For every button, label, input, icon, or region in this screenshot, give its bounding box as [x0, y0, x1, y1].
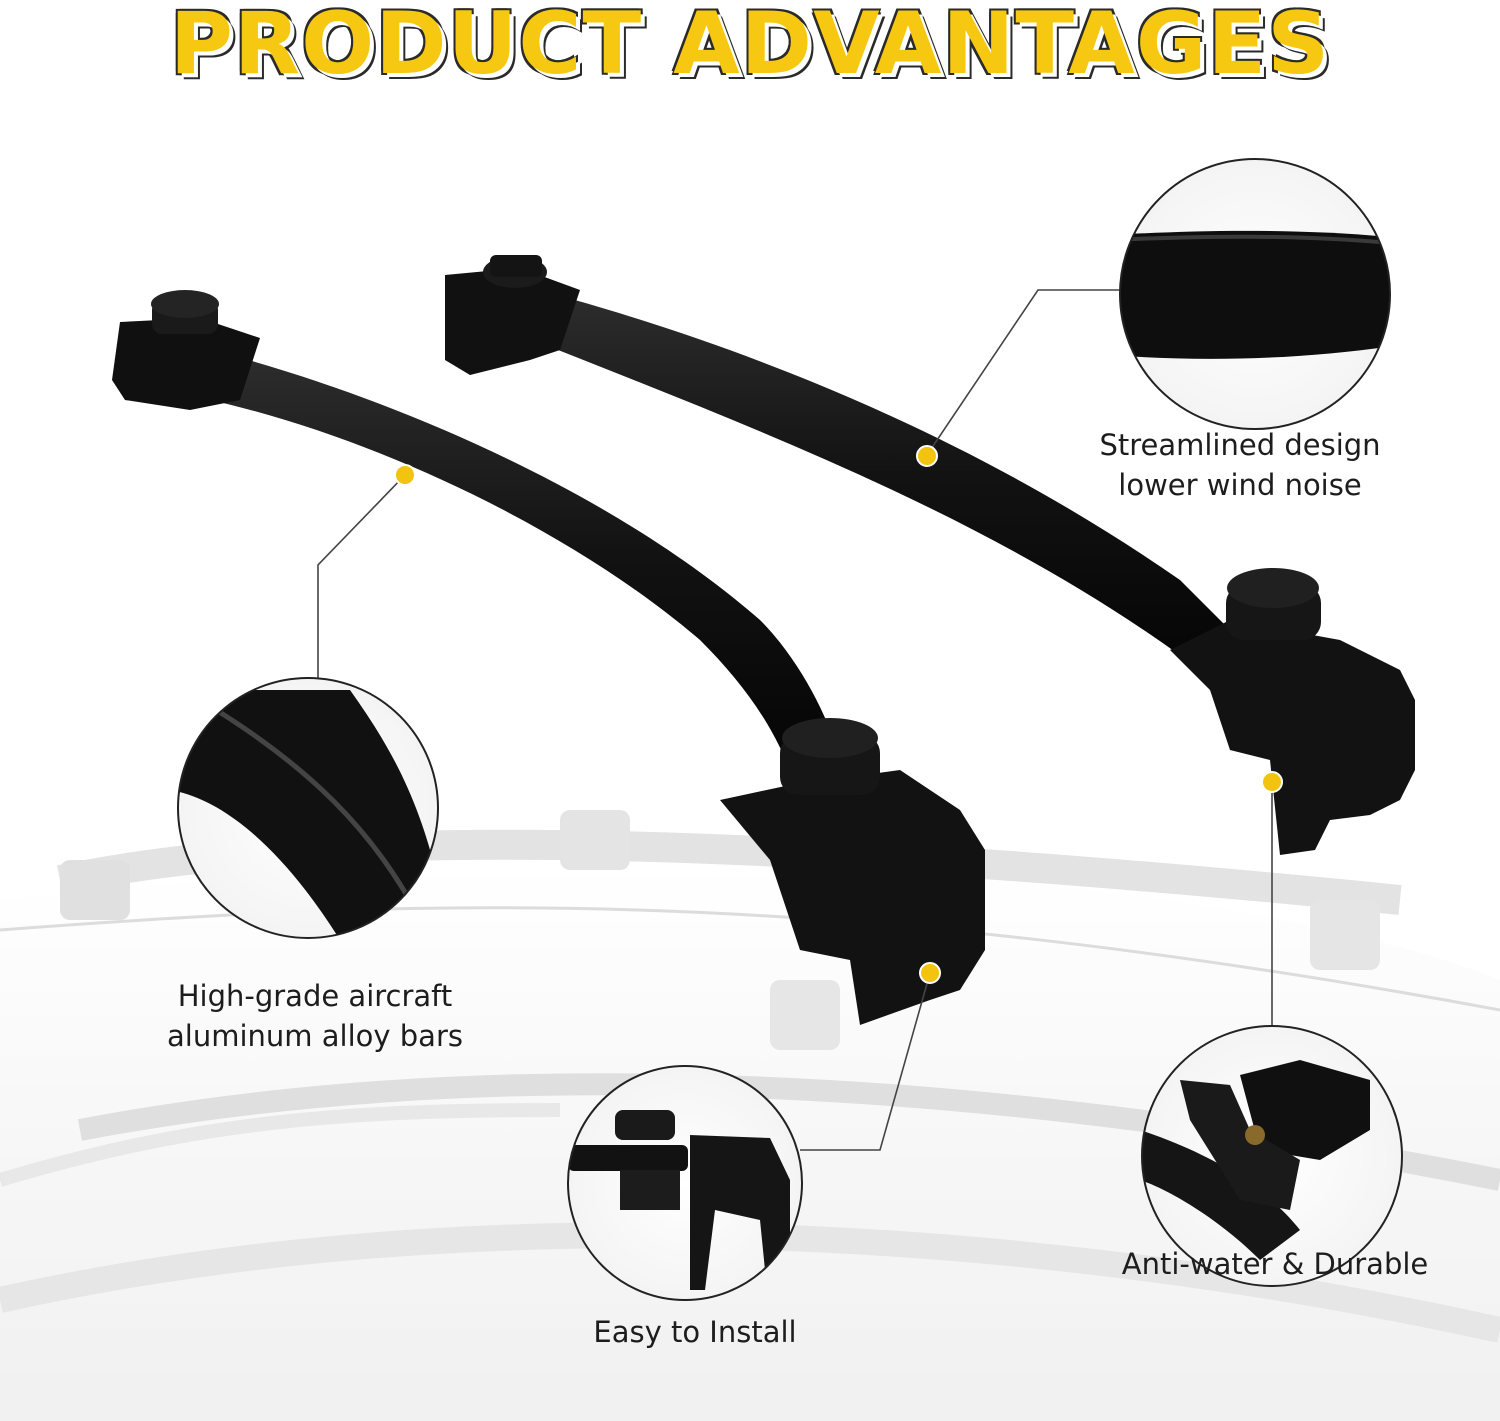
front-crossbar [112, 290, 985, 1025]
feature-line-1: Easy to Install [593, 1315, 797, 1349]
feature-line-2: aluminum alloy bars [167, 1019, 463, 1053]
callout-lines [317, 289, 1273, 1151]
feature-label-aluminum: High-grade aircraft aluminum alloy bars [150, 976, 480, 1056]
tower-clamp-closeup-icon [567, 1065, 803, 1301]
feature-label-streamlined: Streamlined design lower wind noise [1090, 425, 1390, 505]
page-title: PRODUCT ADVANTAGES [169, 0, 1331, 94]
mount-bracket-closeup-icon [1141, 1025, 1403, 1287]
feature-markers [394, 445, 1283, 984]
rear-crossbar [445, 255, 1415, 855]
bar-profile-closeup-icon [177, 677, 439, 939]
feature-line-1: Streamlined design [1099, 428, 1381, 462]
feature-line-1: Anti-water & Durable [1121, 1247, 1429, 1281]
feature-line-2: lower wind noise [1118, 468, 1362, 502]
crossbar-surface-closeup-icon [1119, 158, 1391, 430]
feature-line-1: High-grade aircraft [177, 979, 453, 1013]
feature-label-anti-water: Anti-water & Durable [1100, 1244, 1450, 1284]
feature-label-easy-install: Easy to Install [560, 1312, 830, 1352]
